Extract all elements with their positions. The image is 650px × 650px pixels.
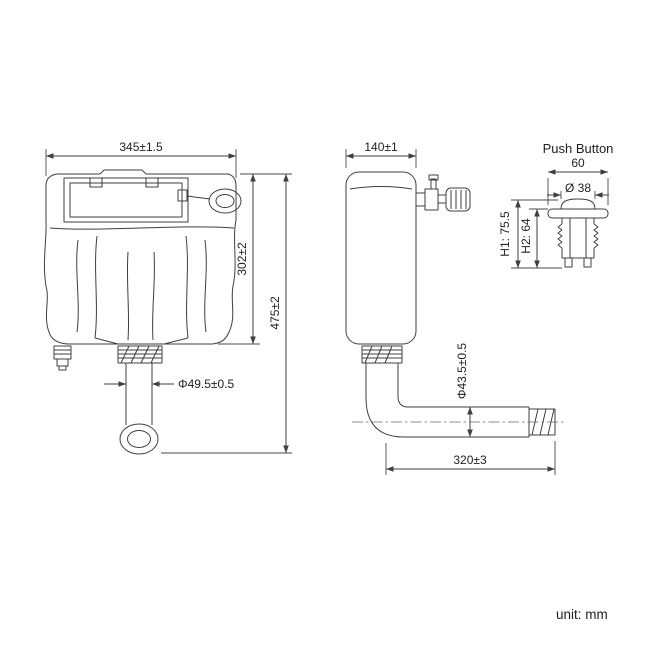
- outlet-threads-side: [361, 345, 403, 364]
- tank-outline: [43, 169, 237, 345]
- dim-front-width-label: 345±1.5: [119, 140, 163, 154]
- dim-total-height-label: 475±2: [268, 296, 282, 330]
- button-cap: [560, 198, 596, 210]
- dim-outlet-diameter: Φ49.5±0.5: [104, 377, 235, 391]
- tank-shoulder-line: [49, 226, 235, 230]
- dim-button-h2-label: H2: 64: [519, 218, 533, 254]
- dim-cap-diameter: Ø 38: [547, 181, 609, 199]
- drain-fitting-left: [53, 345, 72, 371]
- inlet-valve: [415, 174, 471, 212]
- dim-pipe-diameter: Φ43.5±0.5: [455, 343, 473, 437]
- outlet-threads-front: [117, 345, 163, 364]
- front-view: 345±1.5 302±2 475±2 Φ49.5±0.5: [43, 140, 292, 455]
- push-button-view: Push Button 60 Ø 38: [498, 141, 614, 269]
- dim-outlet-diameter-label: Φ49.5±0.5: [178, 377, 235, 391]
- outlet-pipe-front: [125, 363, 153, 425]
- elbow-pipe-outer: [365, 363, 529, 438]
- valve-bracket: [177, 189, 188, 202]
- access-panel: [63, 177, 189, 223]
- dim-button-h2: H2: 64: [519, 208, 548, 268]
- valve-arm: [186, 195, 211, 200]
- dim-pipe-diameter-label: Φ43.5±0.5: [455, 343, 469, 400]
- valve-inner-ring: [215, 194, 235, 208]
- side-body-top-line: [349, 186, 413, 190]
- dim-tank-height: 302±2: [218, 173, 292, 345]
- dim-tank-height-label: 302±2: [235, 242, 249, 276]
- elbow-pipe-inner: [397, 363, 529, 408]
- inlet-knob: [445, 187, 471, 212]
- button-flange: [547, 208, 609, 219]
- button-clip-right: [583, 257, 592, 268]
- dim-cap-diameter-label: Ø 38: [565, 181, 591, 195]
- button-body: [557, 218, 599, 268]
- side-view: 140±1 Φ43.5±0.5 320±3: [345, 140, 566, 475]
- dim-pipe-length-label: 320±3: [453, 453, 487, 467]
- panel-clip-left: [89, 177, 103, 188]
- side-body: [345, 171, 417, 345]
- valve-outer-ring: [208, 188, 242, 214]
- push-button-title: Push Button: [543, 141, 614, 156]
- dim-front-width: 345±1.5: [45, 140, 237, 178]
- tank-ribs: [76, 235, 207, 345]
- button-clip-left: [564, 257, 573, 268]
- dim-depth: 140±1: [345, 140, 417, 168]
- dim-button-width: 60: [547, 156, 609, 205]
- unit-label: unit: mm: [556, 607, 608, 622]
- outlet-flange: [119, 423, 159, 455]
- dim-total-height: 475±2: [161, 174, 292, 454]
- access-panel-inner: [69, 182, 183, 218]
- panel-clip-right: [145, 177, 159, 188]
- dim-pipe-length: 320±3: [385, 441, 556, 475]
- flush-valve-top: [177, 188, 242, 214]
- dim-button-h1: H1: 75.5: [498, 199, 562, 269]
- dim-button-h1-label: H1: 75.5: [498, 211, 512, 257]
- dim-button-width-label: 60: [571, 156, 585, 170]
- dim-depth-label: 140±1: [364, 140, 398, 154]
